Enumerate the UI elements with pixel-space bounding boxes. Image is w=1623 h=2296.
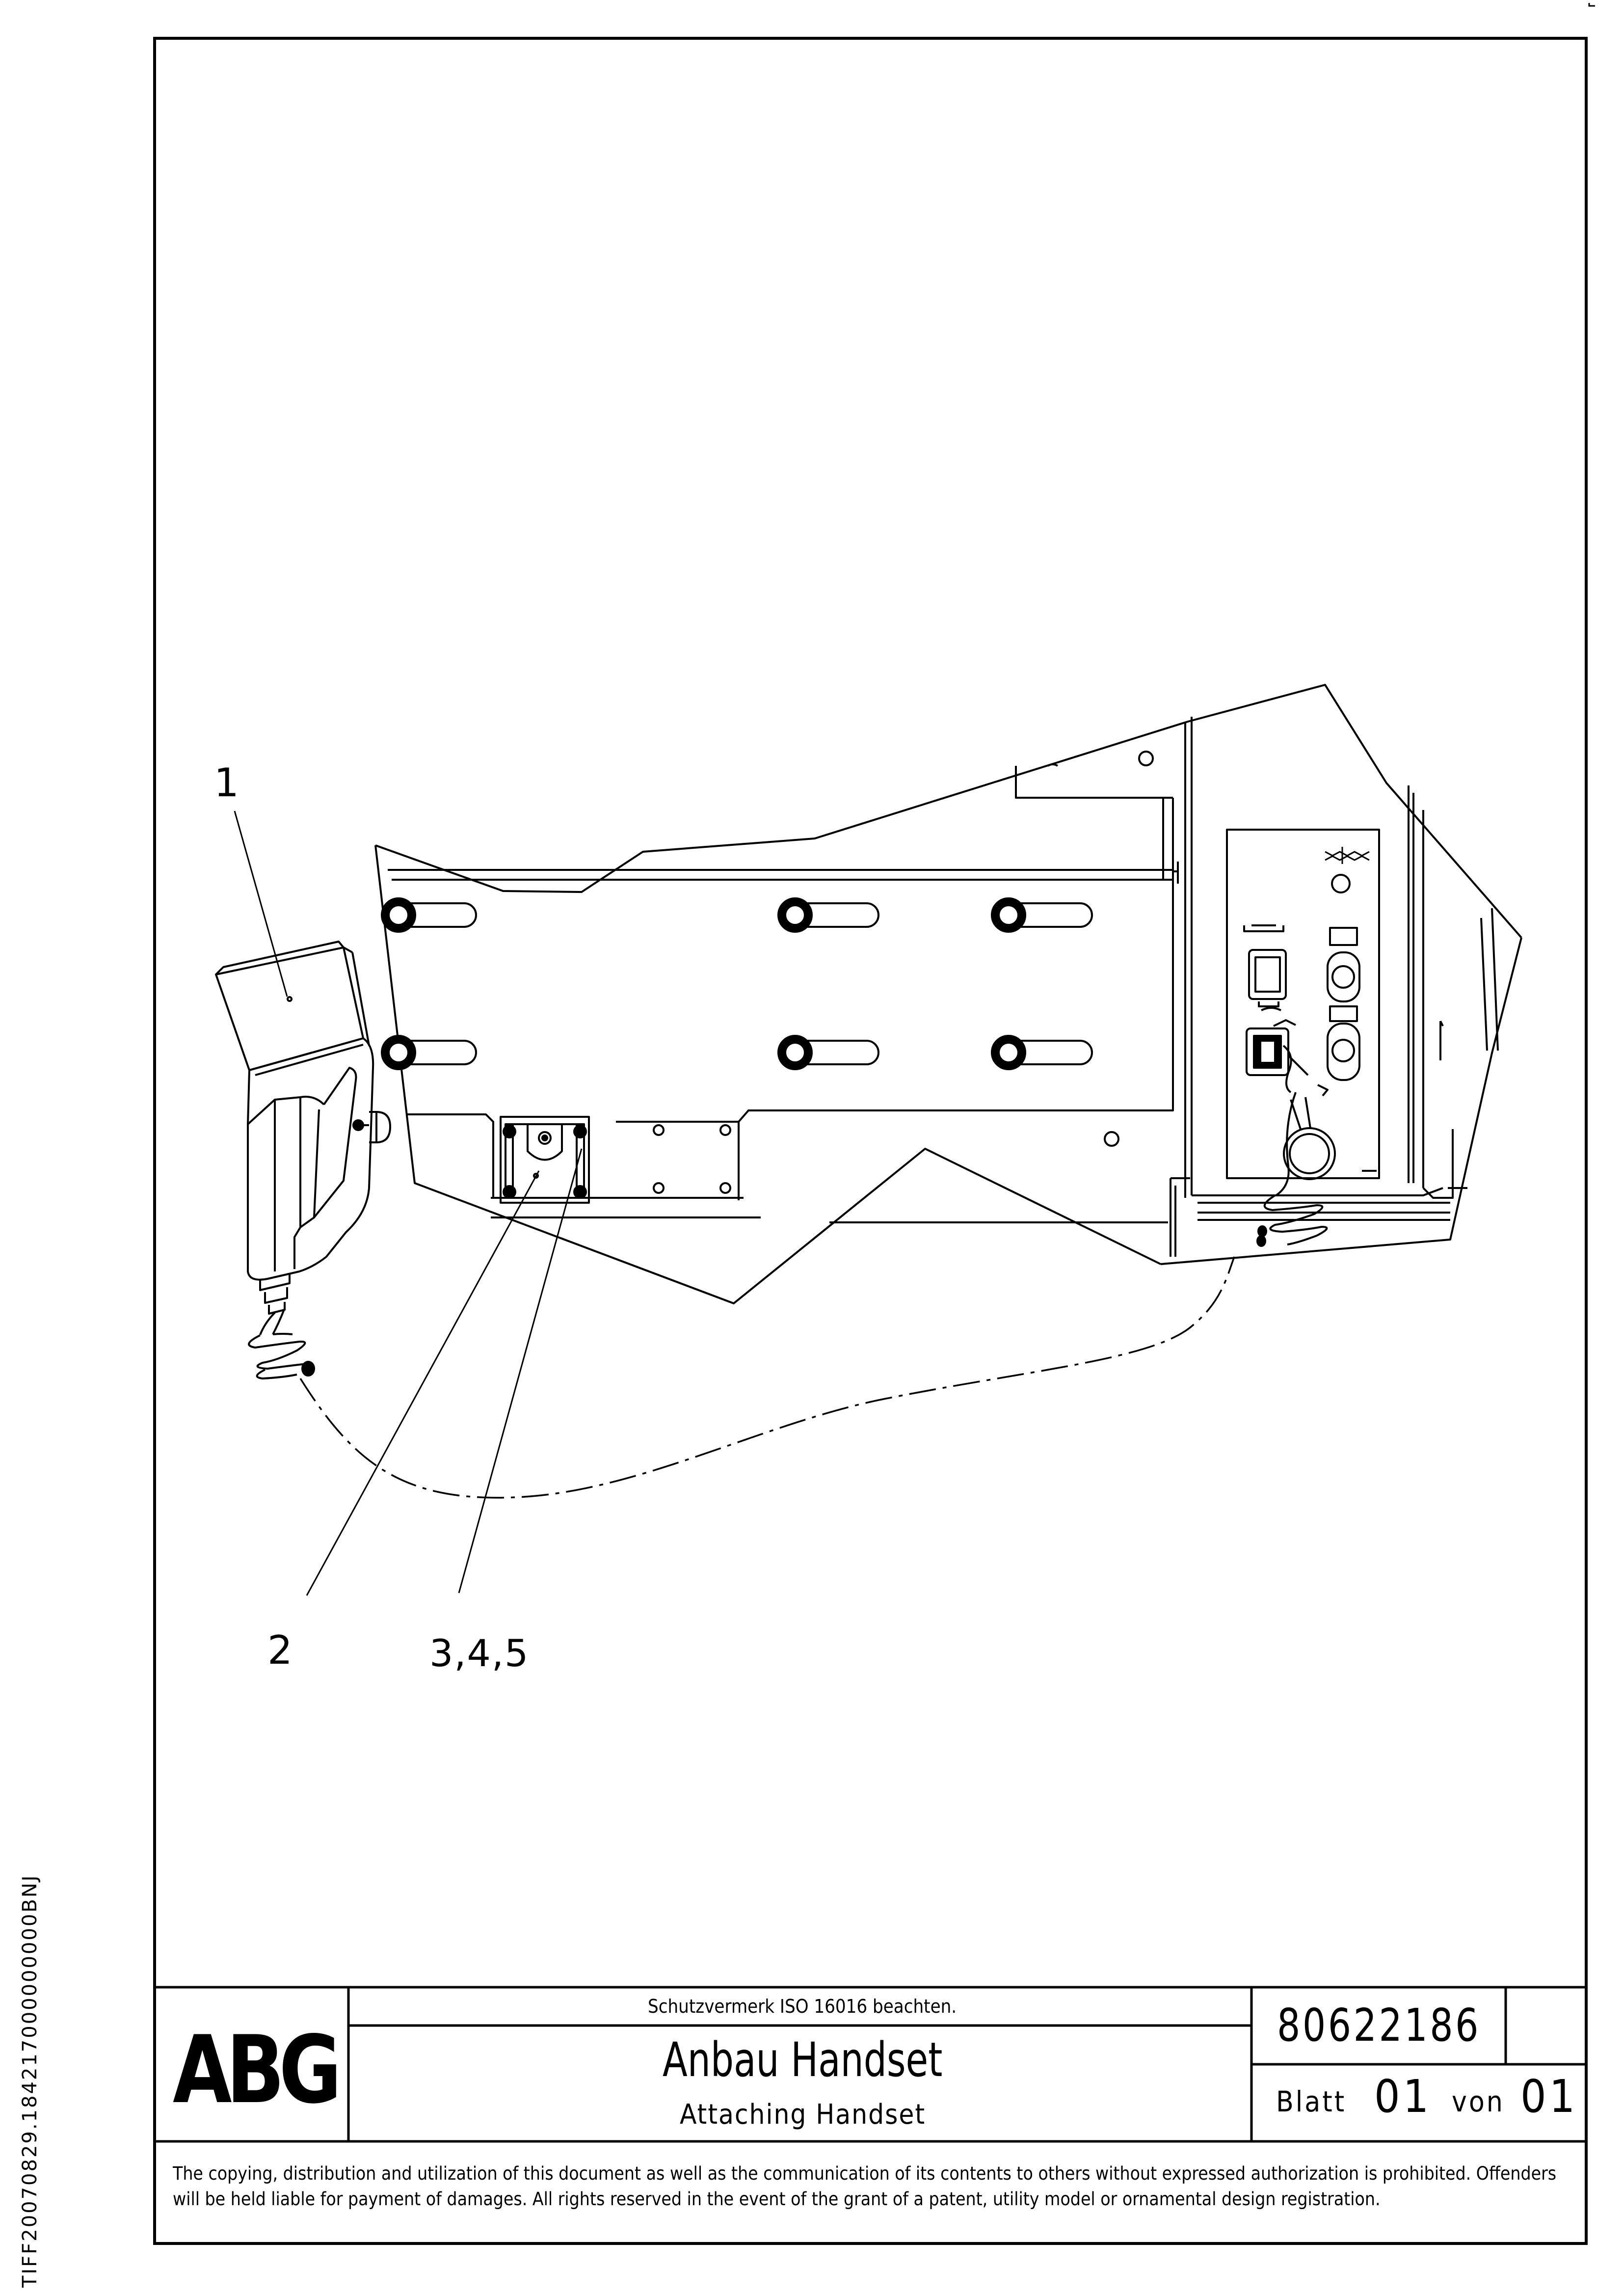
company-logo: ABG [173, 2016, 342, 2124]
drawing-title-en: Attaching Handset [680, 2099, 926, 2131]
break-line-right [1161, 938, 1521, 1264]
leader-lines [235, 811, 582, 1595]
sheet-number: 01 [1374, 2070, 1432, 2123]
sheet-label: Blatt [1276, 2085, 1347, 2118]
title-block-grid [155, 1987, 1586, 2141]
panel-cable [1257, 1092, 1327, 1246]
callout-item-1: 1 [214, 760, 239, 806]
drawing-title-de: Anbau Handset [663, 2032, 943, 2087]
callout-items-3-4-5: 3,4,5 [429, 1631, 530, 1675]
callout-item-2: 2 [267, 1627, 293, 1673]
protection-notice: Schutzvermerk ISO 16016 beachten. [648, 1996, 957, 2017]
handset [216, 942, 390, 1378]
control-cabinet [1171, 717, 1498, 1257]
cable-route [300, 1257, 1234, 1498]
break-line-top [375, 685, 1521, 938]
panel-symbol [1325, 847, 1369, 864]
sheet-total: 01 [1520, 2070, 1578, 2123]
side-identifier: TIFF20070829.184217000000000BNJ [19, 1874, 41, 2288]
machine-breakout-view [375, 685, 1521, 1303]
corner-mark [1589, 3, 1595, 6]
copyright-notice: The copying, distribution and utilizatio… [173, 2163, 1557, 2210]
mounting-plate [388, 870, 1173, 1200]
document-number: 80622186 [1277, 1999, 1481, 2052]
break-line-bottom [375, 845, 1161, 1303]
slot-bolts [382, 898, 1092, 1069]
of-label: von [1452, 2085, 1505, 2118]
drawing-frame [155, 38, 1586, 2243]
holder-bracket [501, 1117, 589, 1203]
